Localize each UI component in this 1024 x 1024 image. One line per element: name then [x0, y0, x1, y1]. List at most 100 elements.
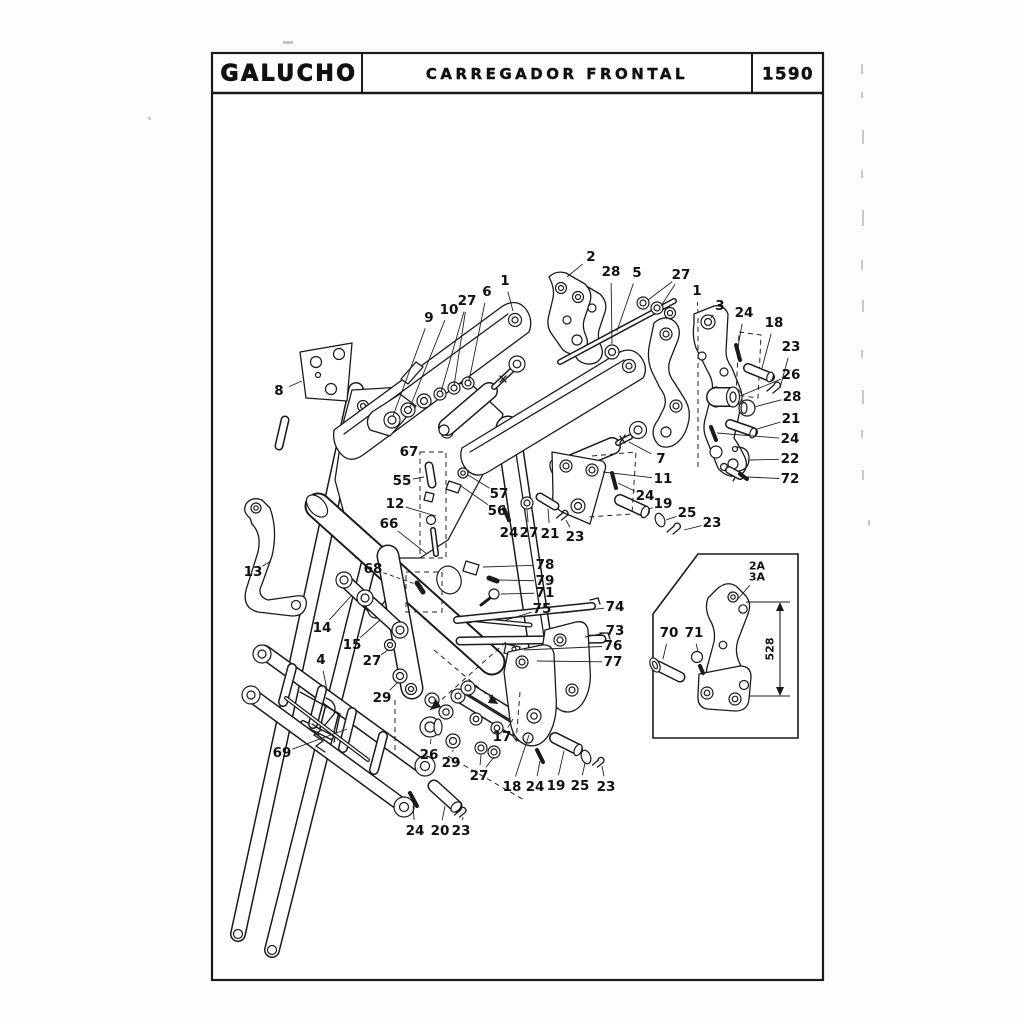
callout-leader: [412, 805, 415, 821]
dimension-label: 528: [764, 638, 777, 661]
callout-leader: [610, 282, 613, 345]
page-number: 1590: [762, 65, 814, 84]
rocker-bracket: [547, 271, 607, 365]
part-number-callout: 8: [274, 383, 283, 399]
part-number-callout: 3: [715, 298, 724, 314]
callout-leader: [753, 399, 782, 408]
callout-leader: [412, 476, 425, 480]
boom-arm-right: [460, 349, 647, 476]
links-14-15: [335, 571, 443, 684]
inset-ball-71: [690, 650, 705, 675]
part-number-callout: 72: [781, 471, 800, 487]
pin-and-bushing-parts-right: [706, 343, 782, 482]
part-number-callout: 76: [604, 638, 623, 654]
triangle-bracket-11: [551, 451, 607, 525]
callout-leader: [500, 592, 535, 595]
bucket-frame: [241, 644, 436, 818]
callout-leader: [617, 482, 636, 492]
callout-leader: [322, 670, 328, 691]
part-number-callout: 19: [654, 496, 673, 512]
callout-leader: [756, 421, 781, 430]
callout-leader: [453, 311, 466, 387]
part-number-callout: 22: [781, 451, 800, 467]
alignment-dashes: [394, 451, 637, 801]
detail-inset: 528: [649, 553, 799, 739]
scan-noise: [148, 41, 870, 526]
part-number-callout: 71: [685, 625, 704, 641]
part-number-callout: 23: [597, 779, 616, 795]
callout-leader: [581, 762, 586, 776]
tie-rod: [557, 296, 677, 365]
pin-group-mid: [610, 471, 682, 535]
part-number-callout: 14: [313, 620, 332, 636]
brand-logo: GALUCHO: [221, 62, 358, 87]
callout-leader: [440, 311, 465, 393]
callout-leader: [482, 564, 535, 568]
callout-leader: [616, 283, 634, 332]
part-number-callout: 11: [654, 471, 673, 487]
part-number-callout: 55: [393, 473, 412, 489]
callout-leader: [761, 333, 772, 369]
callout-leader: [526, 509, 529, 523]
callout-leader: [560, 607, 605, 614]
part-number-callout: 19: [547, 778, 566, 794]
callout-leader: [380, 649, 389, 656]
part-number-callout: 27: [458, 293, 477, 309]
callout-leader: [467, 474, 490, 489]
callout-leader: [429, 738, 432, 745]
part-number-callout: 20: [431, 823, 450, 839]
lift-cylinder-left: [438, 355, 526, 436]
part-number-callout: 29: [373, 690, 392, 706]
parts-78-79-71: [462, 560, 500, 607]
part-number-callout: 25: [678, 505, 697, 521]
part-number-callout: 6: [482, 284, 491, 300]
boom-arm-left: [333, 301, 532, 460]
part-number-callout: 56: [488, 503, 507, 519]
callout-leader: [460, 485, 489, 506]
callout-leader: [648, 507, 653, 510]
callout-leader: [665, 516, 677, 521]
callout-leader: [647, 281, 673, 301]
latch-mechanism-69: [284, 691, 370, 762]
callout-leader: [536, 760, 541, 777]
callout-leader: [389, 681, 399, 691]
callout-leader: [441, 805, 446, 821]
callout-leader: [584, 632, 605, 638]
callout-leader: [383, 572, 416, 585]
callout-leader: [565, 519, 571, 528]
part-number-callout: 74: [606, 599, 625, 615]
part-number-callout: 3A: [749, 571, 766, 584]
callout-leader: [748, 458, 780, 461]
part-number-callout: 23: [452, 823, 471, 839]
part-number-callout: 78: [536, 557, 555, 573]
callout-leader: [514, 734, 530, 777]
callout-leader: [602, 471, 653, 479]
callout-leader: [683, 525, 702, 531]
part-number-callout: 1: [500, 273, 509, 289]
callout-leader: [566, 263, 583, 278]
callout-leader: [292, 728, 348, 750]
part-number-callout: 73: [606, 623, 625, 639]
callout-leader: [697, 301, 699, 315]
part-number-callout: 24: [500, 525, 519, 541]
pin-group-small: [502, 492, 569, 522]
dimension-528: 528: [746, 601, 790, 697]
callout-leader: [502, 611, 532, 622]
slide-pad-assembly: [419, 451, 447, 559]
part-number-callout: 26: [782, 367, 801, 383]
callout-leader: [628, 441, 652, 455]
part-number-callout: 68: [364, 561, 383, 577]
callout-leader: [397, 530, 428, 555]
foot-brackets: [503, 621, 591, 747]
part-number-callout: 2: [586, 249, 595, 265]
callout-leader: [547, 508, 550, 524]
callout-leader: [409, 320, 446, 408]
part-number-callout: 24: [526, 779, 545, 795]
callout-leader: [468, 302, 486, 382]
part-number-callout: 27: [672, 267, 691, 283]
part-number-callout: 75: [533, 601, 552, 617]
callout-leader: [536, 660, 603, 663]
